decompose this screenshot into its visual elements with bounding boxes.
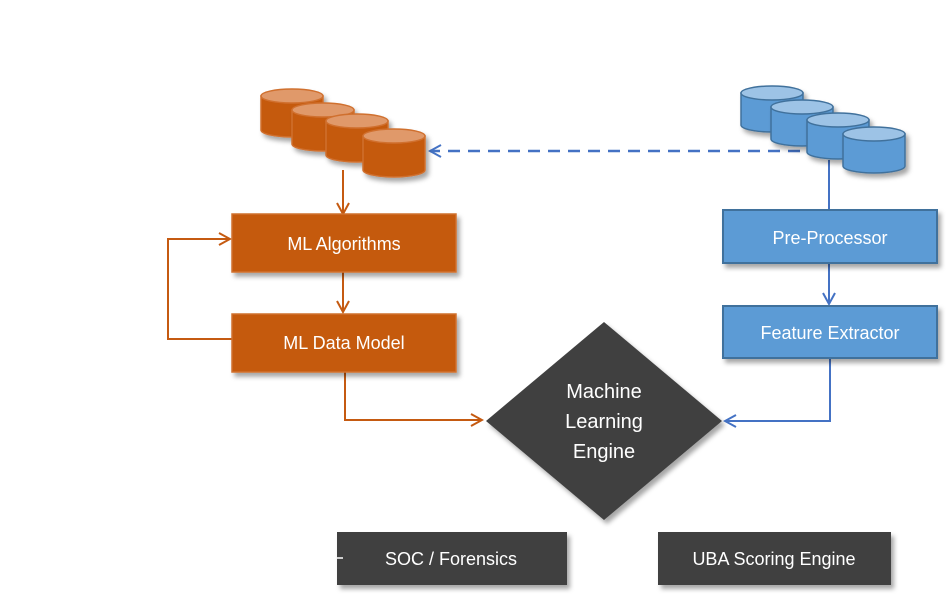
machine-learning-engine[interactable]: Machine Learning Engine bbox=[486, 322, 722, 520]
engine-label-line-1: Machine bbox=[566, 381, 642, 403]
connectors bbox=[167, 151, 831, 557]
raw-data-store bbox=[740, 85, 906, 174]
connector-data-model-to-engine bbox=[344, 372, 482, 420]
ml-algorithms-label: ML Algorithms bbox=[287, 234, 400, 254]
feature-extractor-box[interactable]: Feature Extractor bbox=[722, 305, 938, 359]
ml-algorithms-box[interactable]: ML Algorithms bbox=[231, 213, 457, 273]
feature-extractor-label: Feature Extractor bbox=[760, 323, 899, 343]
uba-scoring-engine-box[interactable]: UBA Scoring Engine bbox=[658, 532, 891, 585]
pre-processor-label: Pre-Processor bbox=[772, 228, 887, 248]
ml-data-model-label: ML Data Model bbox=[283, 333, 404, 353]
connector-extractor-to-engine bbox=[725, 358, 831, 421]
soc-forensics-box[interactable]: SOC / Forensics bbox=[337, 532, 567, 585]
ml-data-model-box[interactable]: ML Data Model bbox=[231, 313, 457, 373]
uba-scoring-engine-label: UBA Scoring Engine bbox=[692, 549, 855, 569]
engine-label-line-3: Engine bbox=[573, 441, 635, 463]
database-cylinder-icon bbox=[362, 128, 426, 178]
training-data-store bbox=[260, 88, 426, 178]
connector-feedback-loop bbox=[167, 239, 232, 340]
database-cylinder-icon bbox=[842, 126, 906, 174]
soc-forensics-label: SOC / Forensics bbox=[385, 549, 517, 569]
pre-processor-box[interactable]: Pre-Processor bbox=[722, 209, 938, 264]
engine-label-line-2: Learning bbox=[565, 411, 643, 433]
